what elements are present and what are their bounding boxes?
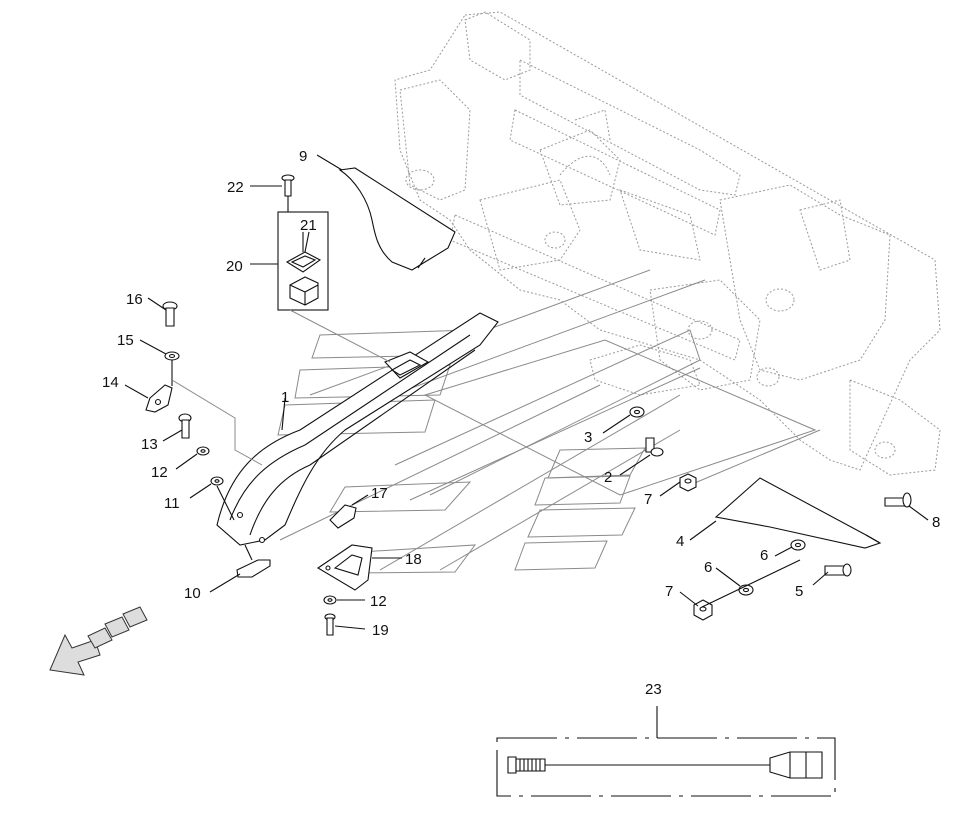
part-18-plate [316, 544, 373, 591]
callout-12-lower: 12 [370, 593, 387, 610]
part-12-washer-left [196, 446, 210, 456]
part-22-screw [281, 174, 295, 197]
part-15-washer [164, 351, 180, 361]
part-11-washer [210, 476, 235, 521]
part-3-washer [629, 406, 645, 418]
callout-17: 17 [371, 485, 388, 502]
callout-14: 14 [102, 374, 119, 391]
part-9-plate [338, 167, 456, 271]
part-14-bracket [145, 360, 263, 466]
callout-1: 1 [281, 389, 289, 406]
callout-7-lower: 7 [665, 583, 673, 600]
callout-15: 15 [117, 332, 134, 349]
part-12-washer-lower [323, 595, 337, 605]
part-16-bolt [162, 301, 178, 327]
guard-plate-outline [423, 339, 817, 496]
part-1-cover [216, 312, 499, 546]
part-13-bolt [178, 413, 192, 439]
part-6-washer-upper [790, 539, 806, 551]
callout-22: 22 [227, 179, 244, 196]
part-8-bolt [884, 492, 912, 508]
callout-7-upper: 7 [644, 491, 652, 508]
leader-lines [124, 154, 929, 630]
part-2-bolt [645, 437, 664, 457]
callout-23: 23 [645, 681, 662, 698]
part-4-plate [689, 429, 882, 549]
callout-2: 2 [604, 469, 612, 486]
callout-13: 13 [141, 436, 158, 453]
part-5-bolt [824, 563, 852, 577]
callout-10: 10 [184, 585, 201, 602]
callout-6-upper: 6 [760, 547, 768, 564]
callout-9: 9 [299, 148, 307, 165]
callout-12-left: 12 [151, 464, 168, 481]
direction-arrow-icon [49, 606, 148, 676]
part-19-bolt [324, 613, 336, 636]
part-23-cable-box [496, 706, 836, 797]
callout-5: 5 [795, 583, 803, 600]
part-7-nut-upper [679, 473, 697, 492]
callout-11: 11 [164, 495, 180, 512]
callout-labels: 1 2 3 4 5 6 6 7 7 8 9 10 11 12 12 13 14 … [102, 148, 940, 698]
callout-20: 20 [226, 258, 243, 275]
machine-frame-outline [394, 11, 941, 476]
callout-16: 16 [126, 291, 143, 308]
callout-19: 19 [372, 622, 389, 639]
callout-3: 3 [584, 429, 592, 446]
callout-4: 4 [676, 533, 684, 550]
part-10-clip [236, 544, 271, 578]
part-20-box [277, 186, 391, 363]
part-17-bracket [329, 504, 357, 529]
part-7-nut-lower [693, 599, 713, 621]
stud-line [701, 559, 801, 608]
callout-6-lower: 6 [704, 559, 712, 576]
callout-18: 18 [405, 551, 422, 568]
callout-21: 21 [300, 217, 317, 234]
callout-8: 8 [932, 514, 940, 531]
